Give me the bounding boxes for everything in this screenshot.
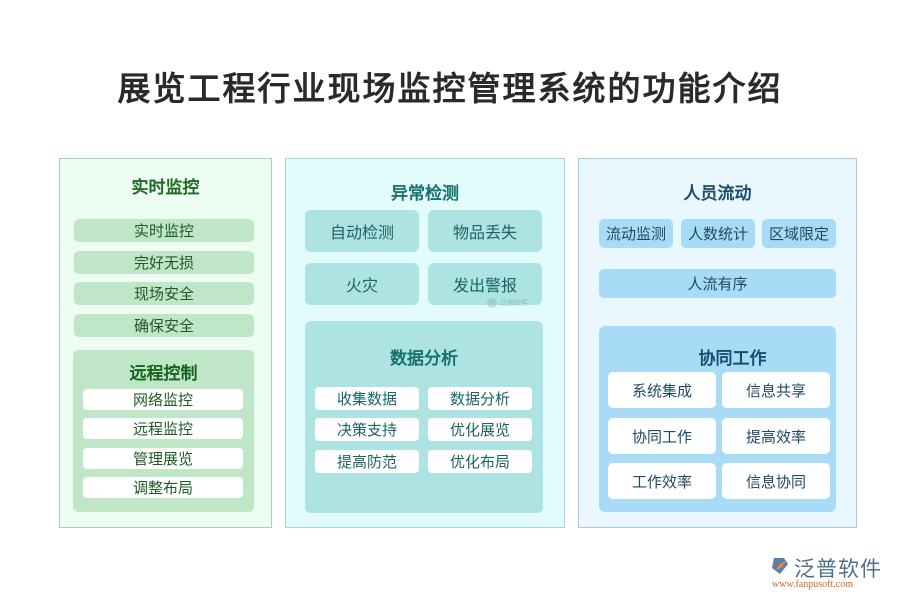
remote-control-box: 远程控制 网络监控 远程监控 管理展览 调整布局 (73, 350, 254, 512)
page-title: 展览工程行业现场监控管理系统的功能介绍 (117, 69, 783, 108)
panel-title: 异常检测 (391, 183, 459, 204)
feature-item: 信息共享 (722, 372, 830, 408)
feature-item-wide: 人流有序 (599, 269, 836, 298)
feature-item: 自动检测 (305, 210, 419, 252)
panel-title: 人员流动 (683, 183, 752, 204)
feature-item: 人数统计 (681, 219, 755, 248)
anomaly-detection-panel: 异常检测 自动检测 物品丢失 火灾 发出警报 数据分析 收集数据 数据分析 决策… (285, 158, 565, 528)
realtime-monitoring-panel: 实时监控 实时监控 完好无损 现场安全 确保安全 远程控制 网络监控 远程监控 … (59, 158, 272, 528)
feature-item: 现场安全 (74, 282, 254, 305)
feature-item: 确保安全 (74, 314, 254, 337)
subsection-title: 数据分析 (390, 348, 458, 369)
feature-item: 优化展览 (428, 418, 532, 441)
feature-item: 网络监控 (83, 389, 243, 410)
feature-item: 物品丢失 (428, 210, 542, 252)
feature-item: 信息协同 (722, 463, 830, 499)
feature-item: 完好无损 (74, 251, 254, 274)
feature-item: 提高效率 (722, 418, 830, 454)
feature-item: 协同工作 (608, 418, 716, 454)
feature-item: 发出警报 (428, 263, 542, 305)
people-flow-panel: 人员流动 流动监测 人数统计 区域限定 人流有序 协同工作 系统集成 信息共享 … (578, 158, 857, 528)
feature-item: 流动监测 (599, 219, 673, 248)
watermark: 泛普软件 (487, 298, 528, 308)
feature-item: 火灾 (305, 263, 419, 305)
data-analysis-box: 数据分析 收集数据 数据分析 决策支持 优化展览 提高防范 优化布局 (305, 321, 543, 513)
feature-item: 调整布局 (83, 477, 243, 498)
feature-item: 数据分析 (428, 387, 532, 410)
feature-item: 工作效率 (608, 463, 716, 499)
feature-item: 管理展览 (83, 448, 243, 469)
subsection-title: 远程控制 (129, 363, 198, 384)
collaboration-box: 协同工作 系统集成 信息共享 协同工作 提高效率 工作效率 信息协同 (599, 326, 836, 512)
panel-title: 实时监控 (131, 177, 200, 198)
feature-item: 实时监控 (74, 219, 254, 242)
feature-item: 提高防范 (315, 450, 419, 473)
fanpu-logo: 泛普软件 www.fanpusoft.com (772, 557, 882, 590)
subsection-title: 协同工作 (698, 348, 767, 369)
feature-item: 远程监控 (83, 418, 243, 439)
fanpu-logo-icon (772, 558, 788, 574)
watermark-logo-icon (487, 298, 497, 308)
feature-item: 收集数据 (315, 387, 419, 410)
feature-item: 系统集成 (608, 372, 716, 408)
feature-item: 优化布局 (428, 450, 532, 473)
feature-item: 决策支持 (315, 418, 419, 441)
feature-item: 区域限定 (762, 219, 836, 248)
